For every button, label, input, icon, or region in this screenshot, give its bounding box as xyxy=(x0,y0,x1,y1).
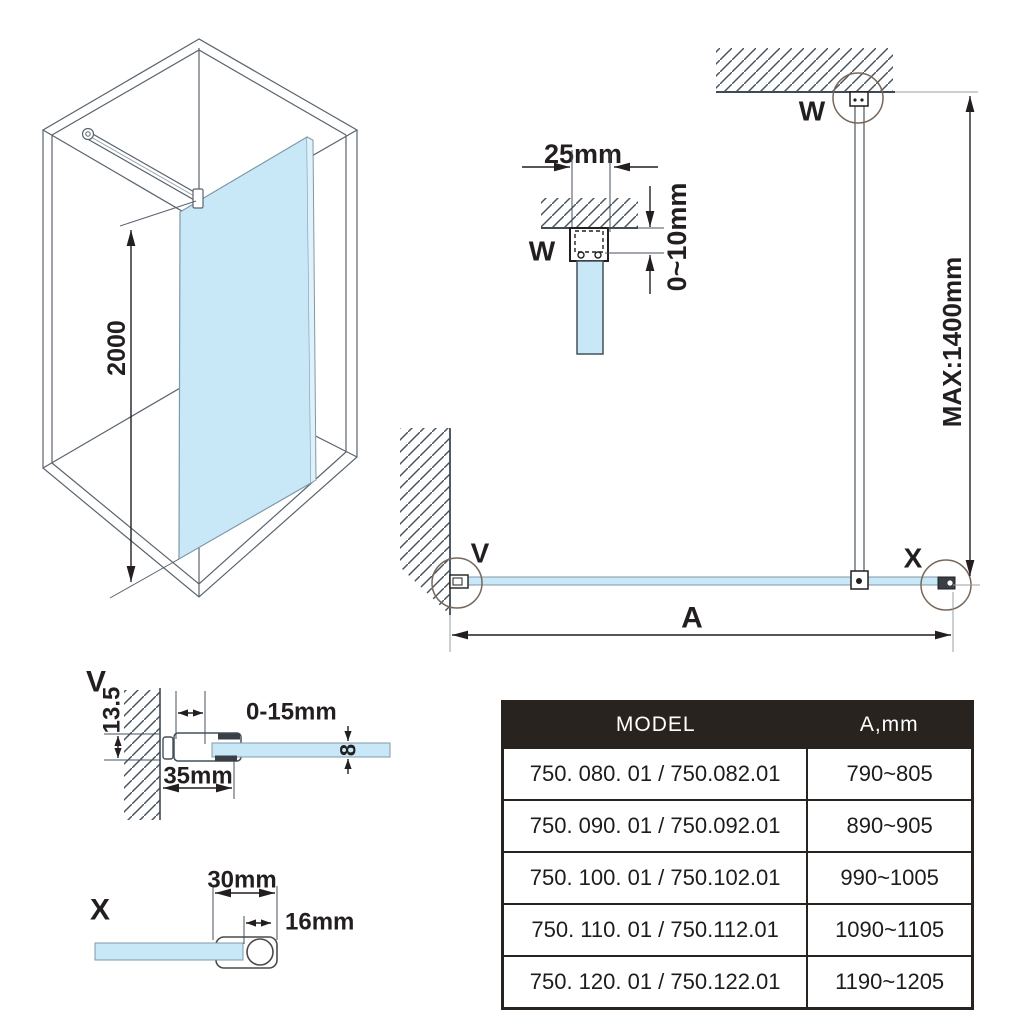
wall-hatch xyxy=(400,428,450,615)
a-cell: 790~805 xyxy=(806,749,971,799)
bracket-width-label: 35mm xyxy=(163,763,232,790)
ceiling-pole-bracket xyxy=(849,91,869,107)
wall-gap-label: 0-15mm xyxy=(246,699,337,726)
end-profile xyxy=(937,576,956,590)
glass-clamp xyxy=(192,188,204,209)
a-cell: 1190~1205 xyxy=(806,957,971,1007)
a-cell: 890~905 xyxy=(806,801,971,851)
installation-side-view: W V X MAX:1400mm A xyxy=(400,48,980,652)
ceiling-pole xyxy=(854,105,865,573)
v-detail-circle xyxy=(431,557,483,609)
ceiling-hatch xyxy=(716,48,893,91)
glass-thickness-label: 8 xyxy=(336,744,361,756)
table-row: 750. 090. 01 / 750.092.01 890~905 xyxy=(504,799,971,851)
a-cell: 990~1005 xyxy=(806,853,971,903)
bracket-height-label: 13.5 xyxy=(99,687,126,734)
header-model: MODEL xyxy=(615,713,696,736)
clamp-seal-bottom xyxy=(215,755,237,762)
max-height-label: MAX:1400mm xyxy=(937,257,967,428)
bracket-screw xyxy=(577,251,585,259)
detail-w-title: W xyxy=(529,236,556,267)
detail-w: 25mm W 0~10mm xyxy=(522,139,692,355)
wall-profile xyxy=(162,736,174,760)
w-detail-circle xyxy=(832,72,884,124)
round-tube xyxy=(246,938,274,966)
glass-panel-isometric xyxy=(178,135,317,561)
clamp-seal-top xyxy=(218,733,240,740)
model-table: MODEL A,mm 750. 080. 01 / 750.082.01 790… xyxy=(501,700,974,1010)
w-detail-ref: W xyxy=(799,96,826,127)
tube-width-label: 16mm xyxy=(285,909,354,936)
table-row: 750. 100. 01 / 750.102.01 990~1005 xyxy=(504,851,971,903)
table-row: 750. 080. 01 / 750.082.01 790~805 xyxy=(504,747,971,799)
wall-hatch-v xyxy=(124,690,160,820)
detail-x: X 30mm 16mm xyxy=(90,867,354,969)
glass-edge-v xyxy=(211,742,391,758)
glass-edge-w xyxy=(576,260,604,355)
wall-mount-cap xyxy=(81,127,95,141)
model-cell: 750. 090. 01 / 750.092.01 xyxy=(529,813,781,838)
height-2000-label: 2000 xyxy=(103,320,131,376)
model-cell: 750. 120. 01 / 750.122.01 xyxy=(529,969,781,994)
model-cell: 750. 100. 01 / 750.102.01 xyxy=(529,865,781,890)
x-detail-ref: X xyxy=(904,543,923,574)
dimension-2000: 2000 xyxy=(103,200,197,599)
detail-v: V 13.5 0-15mm 35mm 8 xyxy=(86,666,391,820)
glass-panel-plan xyxy=(459,576,942,586)
detail-v-title: V xyxy=(86,666,106,699)
table-row: 750. 110. 01 / 750.112.01 1090~1105 xyxy=(504,903,971,955)
glass-edge-x xyxy=(94,942,244,961)
ceiling-hatch-w xyxy=(541,198,638,227)
bracket-screw xyxy=(594,251,602,259)
width-a-label: A xyxy=(681,602,703,635)
a-cell: 1090~1105 xyxy=(806,905,971,955)
model-cell: 750. 110. 01 / 750.112.01 xyxy=(531,917,779,942)
v-detail-ref: V xyxy=(471,538,490,569)
table-row: 750. 120. 01 / 750.122.01 1190~1205 xyxy=(504,955,971,1007)
header-a-mm: A,mm xyxy=(859,713,919,736)
model-cell: 750. 080. 01 / 750.082.01 xyxy=(529,761,781,786)
model-table-header: MODEL A,mm xyxy=(504,703,971,747)
detail-w-gap-label: 0~10mm xyxy=(662,183,692,292)
profile-width-label: 30mm xyxy=(207,867,276,894)
detail-x-title: X xyxy=(90,894,110,927)
support-bar xyxy=(81,127,204,209)
